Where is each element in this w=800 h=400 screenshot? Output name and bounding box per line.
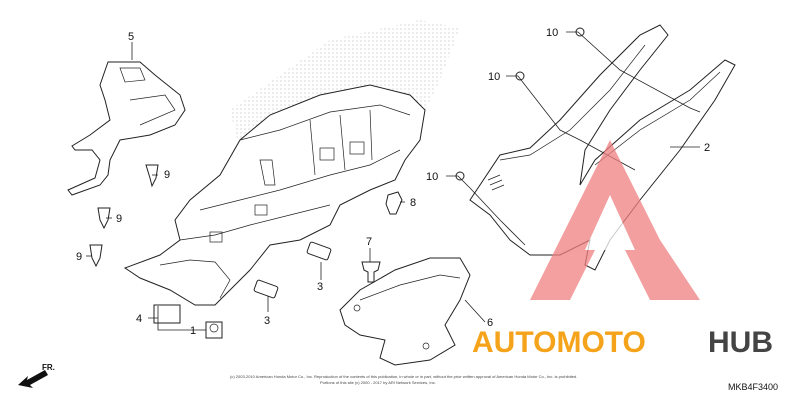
part-2-inner-edge-2 <box>594 71 721 166</box>
front-direction-arrow-icon <box>18 370 48 388</box>
callout-9b: 9 <box>116 213 122 225</box>
callout-4: 4 <box>136 313 142 325</box>
part-5-cover <box>67 61 186 196</box>
fender-ribs <box>309 109 373 176</box>
fender-post <box>259 159 276 186</box>
part-1-nut <box>205 321 223 339</box>
callout-9c: 9 <box>76 251 82 263</box>
part-2-inner-edge <box>499 44 646 161</box>
callout-3b: 3 <box>264 315 270 327</box>
callout-1: 1 <box>190 325 196 337</box>
leader-6 <box>464 299 486 323</box>
part-6-cover <box>339 257 471 366</box>
watermark-logo-icon <box>530 140 700 300</box>
fender-ridge-4 <box>159 259 231 299</box>
part-1-nut-hole <box>209 323 219 333</box>
part-9-clip-b <box>97 207 111 230</box>
callout-8: 8 <box>410 197 416 209</box>
part-6-edge <box>359 274 461 301</box>
fender-box-4 <box>209 231 223 243</box>
part-6-hole <box>353 304 361 312</box>
watermark-text-hub: HUB <box>708 326 773 359</box>
part-5-detail <box>119 67 146 83</box>
part-2-vent <box>487 174 505 191</box>
copyright-line-1: (c) 2003-2010 American Honda Motor Co., … <box>230 374 577 379</box>
leader-10c <box>446 175 526 246</box>
copyright-line-2: Portions of this site (c) 2000 - 2017 by… <box>320 380 436 385</box>
fender-ridge-1 <box>239 104 411 141</box>
callout-5: 5 <box>128 31 134 43</box>
leader-10b <box>506 75 636 171</box>
part-9-clip-a <box>145 164 159 188</box>
callout-7: 7 <box>366 236 372 248</box>
callout-10b: 10 <box>488 71 500 83</box>
part-7-bolt <box>361 261 381 283</box>
front-direction-label: FR. <box>42 363 55 372</box>
part-6-hole-2 <box>422 342 430 350</box>
callout-6: 6 <box>487 317 493 329</box>
callout-10a: 10 <box>546 27 558 39</box>
fender-ridge-3 <box>179 204 331 241</box>
part-3-pad-a <box>306 241 332 261</box>
fender-ridge-2 <box>199 149 401 211</box>
fender-box-2 <box>349 141 365 155</box>
fender-box-3 <box>254 204 268 216</box>
fender-box-1 <box>319 147 335 161</box>
callout-3a: 3 <box>317 281 323 293</box>
part-3-pad-b <box>253 279 279 299</box>
part-9-clip-c <box>89 244 103 268</box>
watermark-text-automoto: AUTOMOTO <box>472 326 646 359</box>
part-4-clip <box>153 304 181 324</box>
leader-10a <box>566 31 701 113</box>
diagram-code: MKB4F3400 <box>728 382 778 392</box>
callout-9a: 9 <box>164 169 170 181</box>
callout-2: 2 <box>704 142 710 154</box>
part-5-detail-2 <box>129 94 176 126</box>
part-8-bolt <box>385 191 403 215</box>
rear-fender-body <box>123 84 426 306</box>
callout-10c: 10 <box>426 171 438 183</box>
leader-4 <box>148 306 200 331</box>
